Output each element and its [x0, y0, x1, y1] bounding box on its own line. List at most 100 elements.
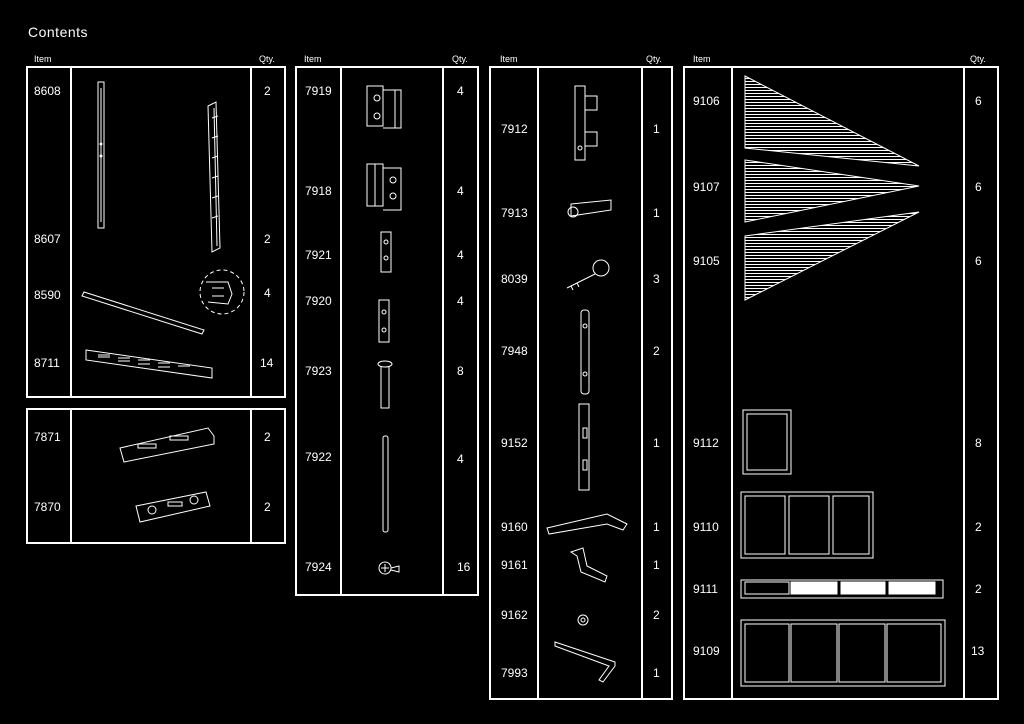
item-number: 7993 [501, 666, 528, 680]
item-quantity: 16 [457, 560, 471, 574]
item-quantity: 3 [653, 272, 660, 286]
item-header-3: Item [500, 54, 518, 64]
lock-illustrations [546, 85, 628, 683]
item-quantity: 1 [653, 436, 660, 450]
item-number: 8607 [34, 232, 61, 246]
item-number: 9105 [693, 254, 720, 268]
parts-panel-panels: 9106 6 9107 6 9105 6 9112 8 9110 2 9111 … [683, 66, 999, 700]
quad-frame-icon [740, 619, 946, 687]
qty-header-3: Qty. [646, 54, 662, 64]
wedge-panel-icon [744, 159, 920, 223]
single-frame-icon [742, 409, 792, 475]
angle-bracket-icon [119, 427, 215, 463]
item-quantity: 4 [457, 294, 464, 308]
mortise-lock-icon [574, 85, 598, 161]
item-number: 7913 [501, 206, 528, 220]
item-header-2: Item [304, 54, 322, 64]
seal-strip-icon [81, 291, 205, 335]
plastic-plate-icon [85, 349, 213, 379]
item-quantity: 2 [264, 430, 271, 444]
flat-bracket-icon [135, 491, 211, 523]
qty-header-4: Qty. [970, 54, 986, 64]
item-number: 7920 [305, 294, 332, 308]
item-quantity: 8 [975, 436, 982, 450]
item-quantity: 2 [653, 608, 660, 622]
item-number: 7922 [305, 450, 332, 464]
item-header-4: Item [693, 54, 711, 64]
item-quantity: 13 [971, 644, 985, 658]
rosette-icon [577, 614, 589, 626]
qty-header-1: Qty. [259, 54, 275, 64]
item-quantity: 1 [653, 206, 660, 220]
triple-frame-icon [740, 491, 874, 559]
item-number: 7870 [34, 500, 61, 514]
door-handle-icon [546, 513, 628, 535]
item-number: 7921 [305, 248, 332, 262]
parts-panel-locks: 7912 1 7913 1 8039 3 7948 2 9152 1 9160 … [489, 66, 673, 700]
item-quantity: 4 [457, 184, 464, 198]
item-quantity: 2 [264, 500, 271, 514]
item-header-1: Item [34, 54, 52, 64]
item-quantity: 8 [457, 364, 464, 378]
page-title: Contents [28, 24, 89, 40]
door-handle-icon [569, 547, 608, 583]
item-quantity: 4 [457, 452, 464, 466]
parts-panel-hinges: 7919 4 7918 4 7921 4 7920 4 7923 8 7922 … [295, 66, 479, 596]
parts-panel-brackets: 7871 2 7870 2 [26, 408, 286, 544]
item-number: 7924 [305, 560, 332, 574]
seal-profile-detail-icon [199, 269, 245, 315]
item-number: 9160 [501, 520, 528, 534]
key-icon [566, 259, 610, 291]
item-number: 8608 [34, 84, 61, 98]
hinge-pin-icon [382, 435, 389, 533]
item-number: 9110 [693, 520, 719, 534]
qty-header-2: Qty. [452, 54, 468, 64]
item-number: 9152 [501, 436, 528, 450]
item-quantity: 4 [264, 286, 271, 300]
item-quantity: 1 [653, 558, 660, 572]
item-quantity: 2 [975, 520, 982, 534]
frame-hardware-illustrations [81, 81, 245, 379]
item-number: 7871 [34, 430, 61, 444]
item-number: 7923 [305, 364, 332, 378]
item-quantity: 4 [457, 84, 464, 98]
faceplate-icon [580, 309, 590, 395]
vertical-bracket-icon [97, 81, 105, 229]
hinge-icon [366, 85, 402, 129]
item-quantity: 6 [975, 254, 982, 268]
item-number: 8590 [34, 288, 61, 302]
item-quantity: 6 [975, 94, 982, 108]
strike-plate-icon [578, 403, 590, 491]
wedge-panel-icon [744, 211, 920, 301]
hinge-icon [366, 163, 402, 211]
item-quantity: 2 [975, 582, 982, 596]
item-number: 9112 [693, 436, 719, 450]
item-number: 9109 [693, 644, 720, 658]
item-quantity: 2 [264, 84, 271, 98]
hinge-illustrations [366, 85, 402, 575]
item-quantity: 2 [653, 344, 660, 358]
mounting-rail-icon [207, 101, 221, 253]
hinge-plate-icon [378, 299, 390, 343]
item-number: 9162 [501, 608, 528, 622]
item-number: 7919 [305, 84, 332, 98]
item-quantity: 1 [653, 666, 660, 680]
item-number: 9107 [693, 180, 720, 194]
item-quantity: 14 [260, 356, 274, 370]
hinge-plate-icon [380, 231, 392, 273]
item-number: 9106 [693, 94, 720, 108]
item-quantity: 1 [653, 520, 660, 534]
pin-sleeve-icon [377, 360, 393, 409]
item-quantity: 2 [264, 232, 271, 246]
item-number: 7948 [501, 344, 528, 358]
panel-illustrations [740, 75, 946, 687]
item-number: 9111 [693, 582, 718, 596]
item-number: 8711 [34, 356, 60, 370]
item-quantity: 1 [653, 122, 660, 136]
item-number: 9161 [501, 558, 528, 572]
item-number: 7912 [501, 122, 528, 136]
screw-icon [378, 561, 400, 575]
lock-cylinder-icon [567, 199, 612, 218]
item-quantity: 6 [975, 180, 982, 194]
item-quantity: 4 [457, 248, 464, 262]
